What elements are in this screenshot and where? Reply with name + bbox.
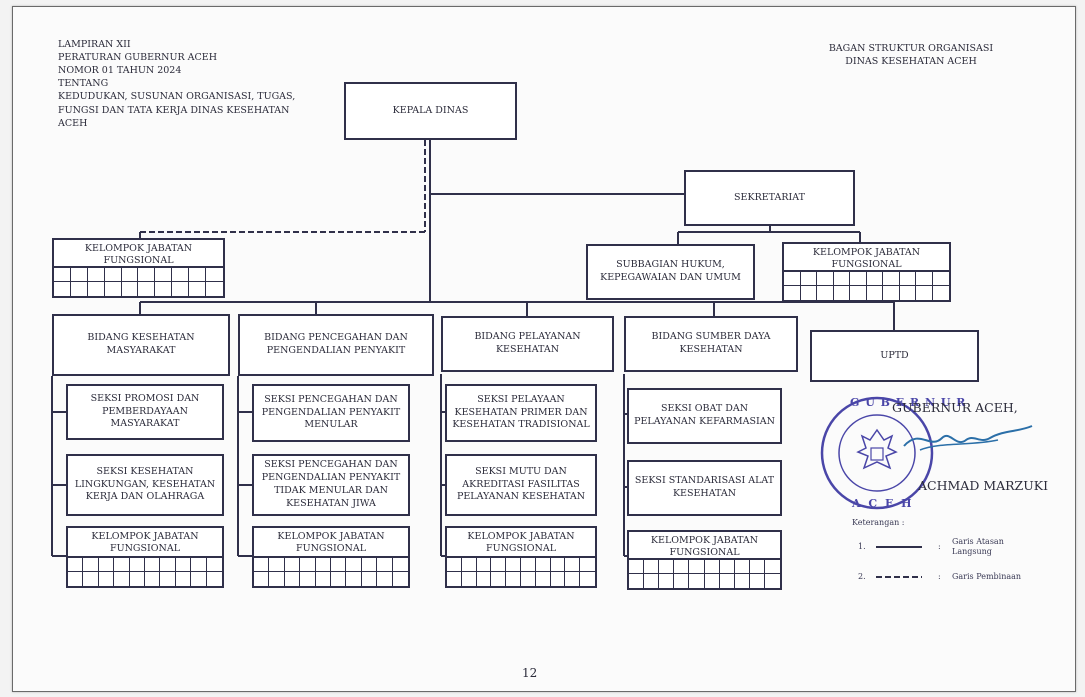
bidang-label: BIDANG PELAYANAN KESEHATAN: [474, 331, 581, 355]
header-left-line: KEDUDUKAN, SUSUNAN ORGANISASI, TUGAS,: [58, 91, 296, 103]
chart-subtitle: DINAS KESEHATAN ACEH: [845, 56, 977, 68]
header-left-line: FUNGSI DAN TATA KERJA DINAS KESEHATAN: [58, 104, 290, 116]
seksi-box: SEKSI KESEHATAN LINGKUNGAN, KESEHATAN KE…: [66, 454, 224, 516]
legend-item1-label: Garis Atasan Langsung: [952, 537, 1004, 557]
seksi-label: SEKSI PENCEGAHAN DAN PENGENDALIAN PENYAK…: [261, 459, 401, 509]
bidang-kesmas-box: BIDANG KESEHATAN MASYARAKAT: [52, 314, 230, 376]
legend-heading: Keterangan :: [852, 518, 905, 527]
kjf-left-box: KELOMPOK JABATAN FUNGSIONAL: [52, 238, 225, 298]
header-right: BAGAN STRUKTUR ORGANISASI DINAS KESEHATA…: [826, 42, 996, 68]
kepala-dinas-box: KEPALA DINAS: [344, 82, 517, 140]
subbagian-box: SUBBAGIAN HUKUM, KEPEGAWAIAN DAN UMUM: [586, 244, 755, 300]
uptd-label: UPTD: [880, 349, 909, 361]
seal-top-text: G U B E R N U R: [850, 396, 967, 409]
legend-item2-no: 2.: [858, 572, 866, 581]
seksi-label: SEKSI PELAYAAN KESEHATAN PRIMER DAN KESE…: [452, 393, 590, 431]
kjf-bidang-label: KELOMPOK JABATAN FUNGSIONAL: [91, 531, 199, 555]
uptd-box: UPTD: [810, 330, 979, 382]
page-number: 12: [522, 666, 538, 680]
kjf-grid: [447, 556, 595, 586]
kjf-sekretariat-label: KELOMPOK JABATAN FUNGSIONAL: [812, 247, 921, 271]
signature-title: GUBERNUR ACEH,: [892, 400, 1018, 415]
seksi-box: SEKSI STANDARISASI ALAT KESEHATAN: [627, 460, 782, 516]
header-left-line: TENTANG: [58, 78, 109, 90]
legend-colon: :: [938, 572, 941, 581]
kjf-bidang-label: KELOMPOK JABATAN FUNGSIONAL: [277, 531, 385, 555]
seksi-box: SEKSI PENCEGAHAN DAN PENGENDALIAN PENYAK…: [252, 454, 410, 516]
signature-name: ACHMAD MARZUKI: [918, 478, 1049, 493]
seksi-box: SEKSI MUTU DAN AKREDITASI FASILITAS PELA…: [445, 454, 597, 516]
bidang-yankes-box: BIDANG PELAYANAN KESEHATAN: [441, 316, 614, 372]
header-left-line: NOMOR 01 TAHUN 2024: [58, 65, 182, 77]
handwritten-signature-icon: [903, 425, 1033, 451]
kjf-bidang-box: KELOMPOK JABATAN FUNGSIONAL: [66, 526, 224, 588]
seksi-box: SEKSI PENCEGAHAN DAN PENGENDALIAN PENYAK…: [252, 384, 410, 442]
legend-colon: :: [938, 542, 941, 551]
kjf-grid: [629, 558, 780, 588]
header-left-line: ACEH: [58, 117, 88, 129]
seksi-label: SEKSI PENCEGAHAN DAN PENGENDALIAN PENYAK…: [261, 393, 401, 431]
bidang-p2p-box: BIDANG PENCEGAHAN DAN PENGENDALIAN PENYA…: [238, 314, 434, 376]
header-left-line: LAMPIRAN XII: [58, 39, 131, 50]
chart-title: BAGAN STRUKTUR ORGANISASI: [828, 43, 994, 54]
header-left-line: PERATURAN GUBERNUR ACEH: [58, 52, 218, 64]
seksi-label: SEKSI MUTU DAN AKREDITASI FASILITAS PELA…: [456, 465, 586, 503]
kjf-bidang-box: KELOMPOK JABATAN FUNGSIONAL: [445, 526, 597, 588]
bidang-label: BIDANG KESEHATAN MASYARAKAT: [87, 332, 195, 356]
seksi-label: SEKSI PROMOSI DAN PEMBERDAYAAN MASYARAKA…: [90, 392, 200, 430]
legend-item2-label: Garis Pembinaan: [952, 572, 1022, 581]
bidang-label: BIDANG PENCEGAHAN DAN PENGENDALIAN PENYA…: [264, 332, 408, 356]
kepala-dinas-label: KEPALA DINAS: [392, 104, 469, 116]
kjf-grid: [54, 266, 223, 296]
sekretariat-box: SEKRETARIAT: [684, 170, 855, 226]
kjf-grid: [68, 556, 222, 586]
subbagian-label: SUBBAGIAN HUKUM, KEPEGAWAIAN DAN UMUM: [600, 259, 741, 283]
seksi-box: SEKSI PELAYAAN KESEHATAN PRIMER DAN KESE…: [445, 384, 597, 442]
seal-bottom-text: A C E H: [852, 497, 914, 510]
kjf-grid: [784, 270, 949, 300]
seksi-label: SEKSI STANDARISASI ALAT KESEHATAN: [634, 475, 775, 499]
seksi-box: SEKSI OBAT DAN PELAYANAN KEFARMASIAN: [627, 388, 782, 444]
sekretariat-label: SEKRETARIAT: [734, 191, 805, 203]
bidang-label: BIDANG SUMBER DAYA KESEHATAN: [651, 331, 771, 355]
seksi-label: SEKSI KESEHATAN LINGKUNGAN, KESEHATAN KE…: [74, 465, 216, 503]
kjf-bidang-label: KELOMPOK JABATAN FUNGSIONAL: [650, 535, 759, 559]
kjf-bidang-box: KELOMPOK JABATAN FUNGSIONAL: [252, 526, 410, 588]
legend-item1-no: 1.: [858, 542, 866, 551]
seksi-box: SEKSI PROMOSI DAN PEMBERDAYAAN MASYARAKA…: [66, 384, 224, 440]
header-left: LAMPIRAN XII PERATURAN GUBERNUR ACEH NOM…: [58, 38, 295, 130]
kjf-bidang-box: KELOMPOK JABATAN FUNGSIONAL: [627, 530, 782, 590]
governor-seal-icon: [820, 396, 934, 510]
kjf-sekretariat-box: KELOMPOK JABATAN FUNGSIONAL: [782, 242, 951, 302]
kjf-left-label: KELOMPOK JABATAN FUNGSIONAL: [84, 243, 193, 267]
seksi-label: SEKSI OBAT DAN PELAYANAN KEFARMASIAN: [634, 403, 775, 427]
bidang-sdk-box: BIDANG SUMBER DAYA KESEHATAN: [624, 316, 798, 372]
kjf-bidang-label: KELOMPOK JABATAN FUNGSIONAL: [467, 531, 575, 555]
kjf-grid: [254, 556, 408, 586]
